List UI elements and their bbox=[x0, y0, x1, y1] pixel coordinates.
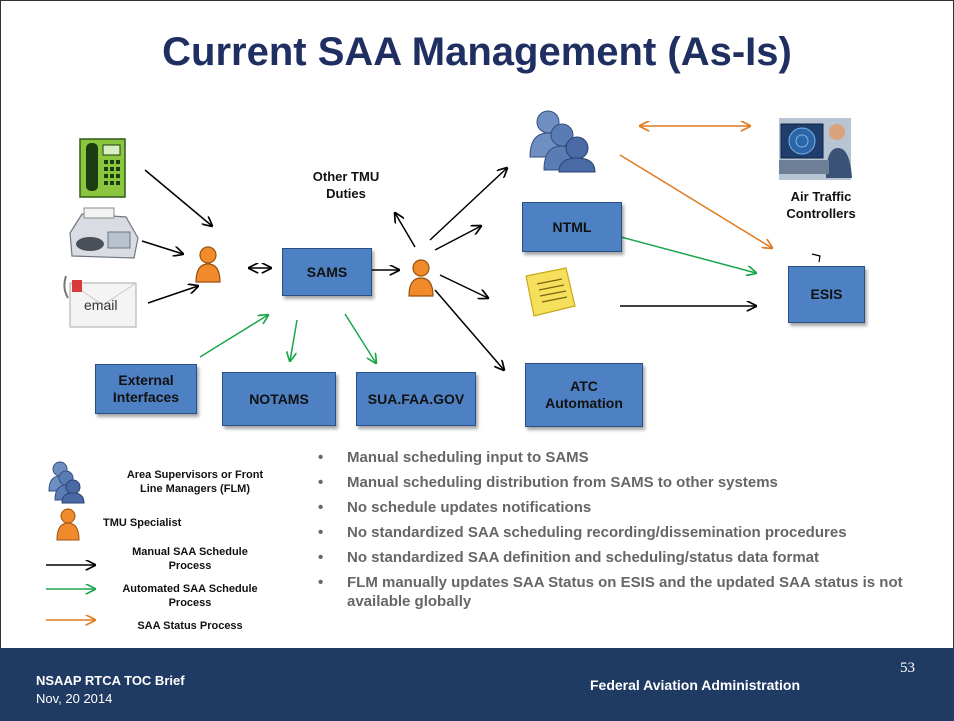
external-interfaces-box: External Interfaces bbox=[95, 364, 197, 414]
note-icon bbox=[525, 267, 576, 317]
bullet-list: Manual scheduling input to SAMS Manual s… bbox=[318, 448, 954, 617]
legend-manual-line1: Manual SAA Schedule bbox=[132, 546, 248, 558]
arrow-tmu2-to-note bbox=[439, 274, 488, 298]
tmu-specialist-icon-2 bbox=[408, 259, 434, 297]
legend-manual-line2: Process bbox=[168, 560, 212, 572]
arrow-tmu2-to-ntml bbox=[434, 226, 481, 251]
arrow-ntml-to-esis bbox=[620, 236, 756, 273]
sua-box: SUA.FAA.GOV bbox=[356, 372, 476, 426]
sams-box: SAMS bbox=[282, 248, 372, 296]
notams-box: NOTAMS bbox=[222, 372, 336, 426]
bullet-item: Manual scheduling distribution from SAMS… bbox=[318, 473, 954, 492]
legend-flm-line2: Line Managers (FLM) bbox=[139, 483, 250, 495]
legend-automated-line1: Automated SAA Schedule bbox=[122, 583, 258, 595]
tmu-specialist-icon bbox=[195, 246, 221, 283]
legend-automated-line2: Process bbox=[168, 597, 212, 609]
email-icon-text: email bbox=[84, 297, 118, 313]
arrow-flm-to-esis bbox=[619, 154, 772, 248]
arrow-sams-to-sua bbox=[344, 313, 376, 363]
arrow-sams-to-notams bbox=[290, 319, 298, 361]
flm-group-icon bbox=[529, 110, 596, 173]
legend-tmu-icon bbox=[56, 508, 80, 541]
arrow-tmu2-to-flm bbox=[429, 168, 507, 241]
page-number: 53 bbox=[900, 660, 915, 676]
atc-automation-line1: ATC bbox=[570, 378, 598, 394]
arrow-email-to-tmu bbox=[147, 286, 198, 304]
atc-controllers-line1: Air Traffic bbox=[790, 189, 852, 204]
legend-manual-label: Manual SAA Schedule Process bbox=[105, 545, 275, 573]
other-tmu-duties-label: Other TMU Duties bbox=[296, 168, 396, 202]
legend-automated-label: Automated SAA Schedule Process bbox=[105, 582, 275, 610]
arrow-phone-to-tmu bbox=[144, 169, 212, 226]
arrow-tmu2-to-atc bbox=[434, 289, 504, 370]
tick-mark bbox=[811, 253, 821, 263]
phone-icon bbox=[79, 138, 126, 198]
atc-controllers-line2: Controllers bbox=[786, 206, 856, 221]
atc-automation-line2: Automation bbox=[545, 395, 623, 411]
air-traffic-controller-image bbox=[779, 118, 852, 180]
footer-agency: Federal Aviation Administration bbox=[590, 677, 801, 693]
other-tmu-line1: Other TMU bbox=[312, 169, 380, 184]
legend-status-label: SAA Status Process bbox=[137, 620, 243, 632]
bullet-item: No schedule updates notifications bbox=[318, 498, 954, 517]
air-traffic-controllers-label: Air Traffic Controllers bbox=[766, 188, 876, 222]
external-interfaces-line2: Interfaces bbox=[112, 389, 180, 405]
arrow-tmu2-to-other-duties bbox=[395, 213, 416, 248]
esis-box: ESIS bbox=[788, 266, 865, 323]
other-tmu-line2: Duties bbox=[326, 186, 366, 201]
fax-icon bbox=[69, 207, 139, 259]
footer-date: Nov, 20 2014 bbox=[36, 691, 113, 706]
footer-bar: NSAAP RTCA TOC Brief Nov, 20 2014 Federa… bbox=[0, 648, 954, 721]
external-interfaces-line1: External bbox=[118, 372, 174, 388]
slide-title: Current SAA Management (As-Is) bbox=[162, 30, 792, 74]
legend-flm-label: Area Supervisors or Front Line Managers … bbox=[105, 468, 285, 496]
legend-flm-line1: Area Supervisors or Front bbox=[126, 469, 264, 481]
bullet-item: Manual scheduling input to SAMS bbox=[318, 448, 954, 467]
bullet-item: FLM manually updates SAA Status on ESIS … bbox=[318, 573, 947, 611]
bullet-item: No standardized SAA definition and sched… bbox=[318, 548, 954, 567]
arrow-external-to-sams bbox=[199, 315, 268, 358]
legend-flm-group-icon bbox=[48, 461, 85, 504]
footer-brief: NSAAP RTCA TOC Brief bbox=[36, 673, 185, 688]
arrow-fax-to-tmu bbox=[141, 240, 183, 254]
ntml-box: NTML bbox=[522, 202, 622, 252]
atc-automation-box: ATC Automation bbox=[525, 363, 643, 427]
bullet-item: No standardized SAA scheduling recording… bbox=[318, 523, 954, 542]
email-icon bbox=[63, 275, 137, 328]
legend-tmu-label: TMU Specialist bbox=[103, 517, 182, 529]
